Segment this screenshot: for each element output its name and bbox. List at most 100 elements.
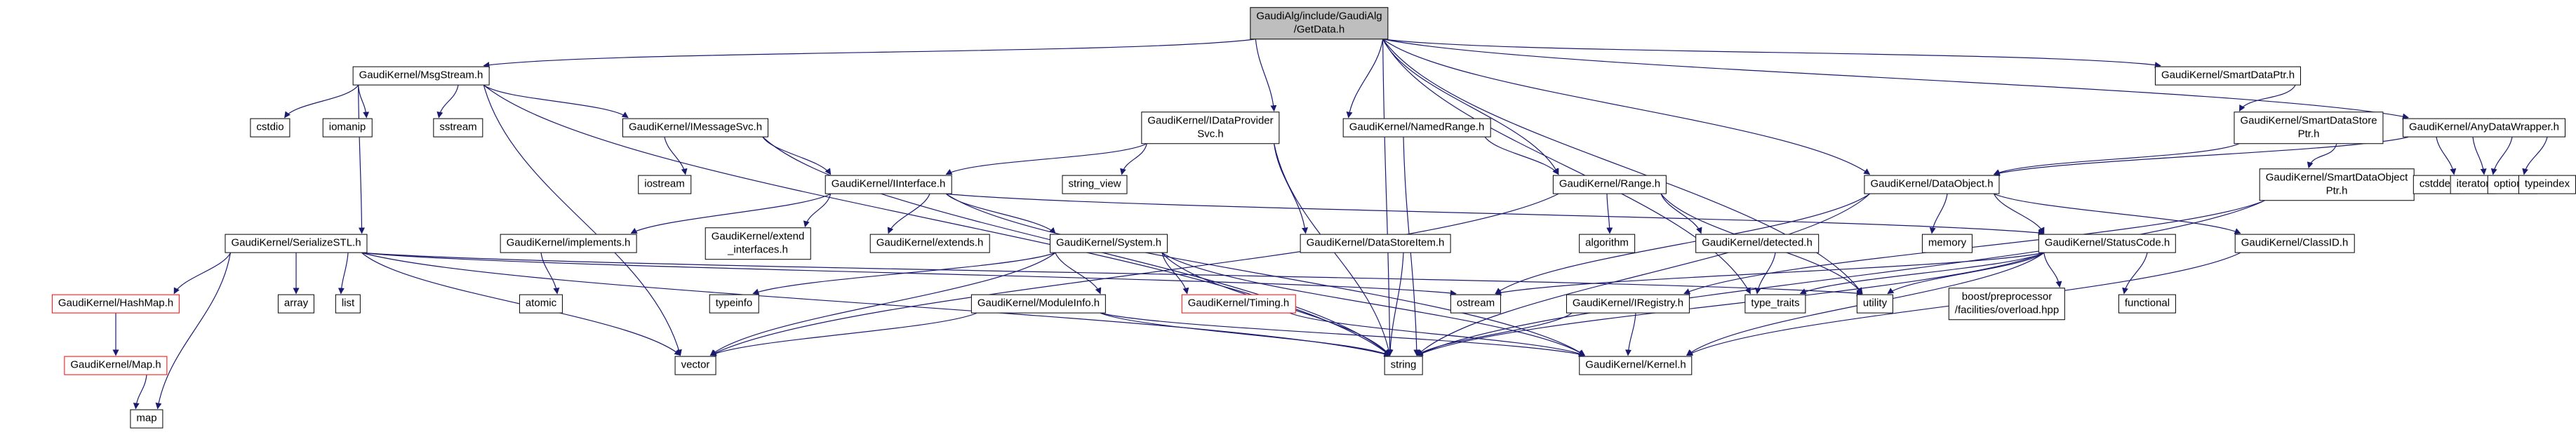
graph-node-typeindex[interactable]: typeindex <box>2518 175 2576 194</box>
graph-node-label: iterator <box>2456 177 2490 190</box>
graph-node-dataobject[interactable]: GaudiKernel/DataObject.h <box>1864 175 2000 194</box>
graph-node-label: GaudiKernel/NamedRange.h <box>1349 121 1485 133</box>
graph-node-label: GaudiKernel/detected.h <box>1702 236 1813 249</box>
graph-node-label: GaudiKernel/StatusCode.h <box>2044 236 2170 249</box>
graph-node-detected[interactable]: GaudiKernel/detected.h <box>1695 234 1819 253</box>
graph-node-hashmap[interactable]: GaudiKernel/HashMap.h <box>51 294 180 314</box>
include-edge <box>1100 312 1391 356</box>
graph-node-label: typeindex <box>2524 177 2570 190</box>
graph-node-atomic[interactable]: atomic <box>519 294 563 314</box>
graph-node-memory[interactable]: memory <box>1921 234 1973 253</box>
graph-node-label: array <box>283 297 309 309</box>
include-edge <box>284 85 359 119</box>
graph-node-map_h[interactable]: GaudiKernel/Map.h <box>64 356 168 375</box>
graph-node-label: memory <box>1928 236 1967 249</box>
graph-node-moduleinfo[interactable]: GaudiKernel/ModuleInfo.h <box>970 294 1107 314</box>
graph-node-label: atomic <box>525 297 557 309</box>
graph-node-kernel[interactable]: GaudiKernel/Kernel.h <box>1579 356 1693 375</box>
graph-node-label: map <box>136 412 157 424</box>
graph-node-getdata[interactable]: GaudiAlg/include/GaudiAlg/GetData.h <box>1250 7 1389 39</box>
graph-node-timing[interactable]: GaudiKernel/Timing.h <box>1181 294 1296 314</box>
graph-node-namedrange[interactable]: GaudiKernel/NamedRange.h <box>1342 118 1491 137</box>
graph-node-smartdataptr[interactable]: GaudiKernel/SmartDataPtr.h <box>2154 66 2302 86</box>
include-edge <box>436 85 459 119</box>
graph-node-statuscode[interactable]: GaudiKernel/StatusCode.h <box>2038 234 2177 253</box>
include-edge <box>1416 252 2045 356</box>
include-edge <box>945 143 1147 175</box>
include-edge <box>1382 39 1871 175</box>
graph-node-label: GaudiKernel/Timing.h <box>1187 297 1290 309</box>
graph-node-label: algorithm <box>1585 236 1629 249</box>
include-edge <box>630 193 831 234</box>
include-edge <box>1255 39 1277 112</box>
graph-node-boost_overload[interactable]: boost/preprocessor/facilities/overload.h… <box>1948 288 2066 320</box>
graph-node-label: string_view <box>1068 177 1121 190</box>
graph-node-implements[interactable]: GaudiKernel/implements.h <box>500 234 637 253</box>
graph-node-label: sstream <box>439 121 477 133</box>
include-edge <box>762 137 832 175</box>
graph-node-iostream[interactable]: iostream <box>638 175 691 194</box>
graph-node-label: string <box>1390 358 1417 371</box>
graph-node-label: /facilities/overload.hpp <box>1954 304 2060 316</box>
include-edge <box>2436 137 2457 175</box>
graph-node-msgstream[interactable]: GaudiKernel/MsgStream.h <box>352 66 490 86</box>
graph-node-system[interactable]: GaudiKernel/System.h <box>1049 234 1168 253</box>
graph-node-ostream[interactable]: ostream <box>1450 294 1502 314</box>
graph-node-label: Ptr.h <box>2297 128 2320 140</box>
include-edge <box>361 252 1457 297</box>
graph-node-label: list <box>341 297 355 309</box>
graph-node-extend_interfaces[interactable]: GaudiKernel/extend_interfaces.h <box>705 227 811 260</box>
edge-group <box>112 39 2548 410</box>
graph-node-classid[interactable]: GaudiKernel/ClassID.h <box>2234 234 2355 253</box>
graph-node-utility[interactable]: utility <box>1856 294 1894 314</box>
include-edge <box>1100 312 1586 358</box>
graph-node-iregistry[interactable]: GaudiKernel/IRegistry.h <box>1566 294 1690 314</box>
include-edge <box>946 193 2045 236</box>
graph-node-string[interactable]: string <box>1384 356 1423 375</box>
include-edge <box>1416 312 1573 356</box>
graph-node-map[interactable]: map <box>130 409 163 429</box>
graph-node-datastoreitem[interactable]: GaudiKernel/DataStoreItem.h <box>1300 234 1451 253</box>
graph-node-sstream[interactable]: sstream <box>433 118 483 137</box>
graph-node-iomanip[interactable]: iomanip <box>322 118 373 137</box>
include-edge <box>1484 137 1559 175</box>
graph-node-range[interactable]: GaudiKernel/Range.h <box>1552 175 1667 194</box>
graph-node-imessagesvc[interactable]: GaudiKernel/IMessageSvc.h <box>622 118 769 137</box>
graph-node-serializestl[interactable]: GaudiKernel/SerializeSTL.h <box>225 234 368 253</box>
graph-node-cstdio[interactable]: cstdio <box>250 118 291 137</box>
graph-node-label: GaudiKernel/SerializeSTL.h <box>231 236 361 249</box>
graph-node-extends[interactable]: GaudiKernel/extends.h <box>869 234 990 253</box>
graph-node-label: boost/preprocessor <box>1961 290 2053 303</box>
graph-node-list[interactable]: list <box>335 294 361 314</box>
graph-node-label: GaudiKernel/Kernel.h <box>1585 358 1686 371</box>
include-edge <box>1382 39 1394 356</box>
graph-node-anydatawrapper[interactable]: GaudiKernel/AnyDataWrapper.h <box>2402 118 2566 137</box>
graph-node-label: cstdio <box>256 121 284 133</box>
graph-node-label: GaudiKernel/implements.h <box>506 236 631 249</box>
include-edge <box>2043 253 2062 288</box>
include-edge <box>483 84 1391 356</box>
include-edge <box>133 375 147 410</box>
graph-node-string_view[interactable]: string_view <box>1062 175 1128 194</box>
include-edge <box>2472 137 2487 175</box>
graph-node-label: GaudiKernel/SmartDataObject <box>2265 171 2408 184</box>
graph-node-typeinfo[interactable]: typeinfo <box>709 294 759 314</box>
graph-node-label: GaudiKernel/IRegistry.h <box>1572 297 1684 309</box>
graph-node-type_traits[interactable]: type_traits <box>1744 294 1806 314</box>
include-edge <box>358 85 370 119</box>
graph-node-label: iostream <box>644 177 685 190</box>
include-edge <box>945 193 1586 356</box>
graph-node-array[interactable]: array <box>277 294 315 314</box>
include-edge <box>887 194 930 234</box>
graph-node-vector[interactable]: vector <box>674 356 716 375</box>
graph-node-label: utility <box>1862 297 1888 309</box>
graph-node-label: GaudiKernel/ClassID.h <box>2241 236 2349 249</box>
graph-node-iinterface[interactable]: GaudiKernel/IInterface.h <box>825 175 952 194</box>
graph-node-algorithm[interactable]: algorithm <box>1579 234 1635 253</box>
graph-node-functional[interactable]: functional <box>2118 294 2177 314</box>
include-edge <box>358 85 365 234</box>
